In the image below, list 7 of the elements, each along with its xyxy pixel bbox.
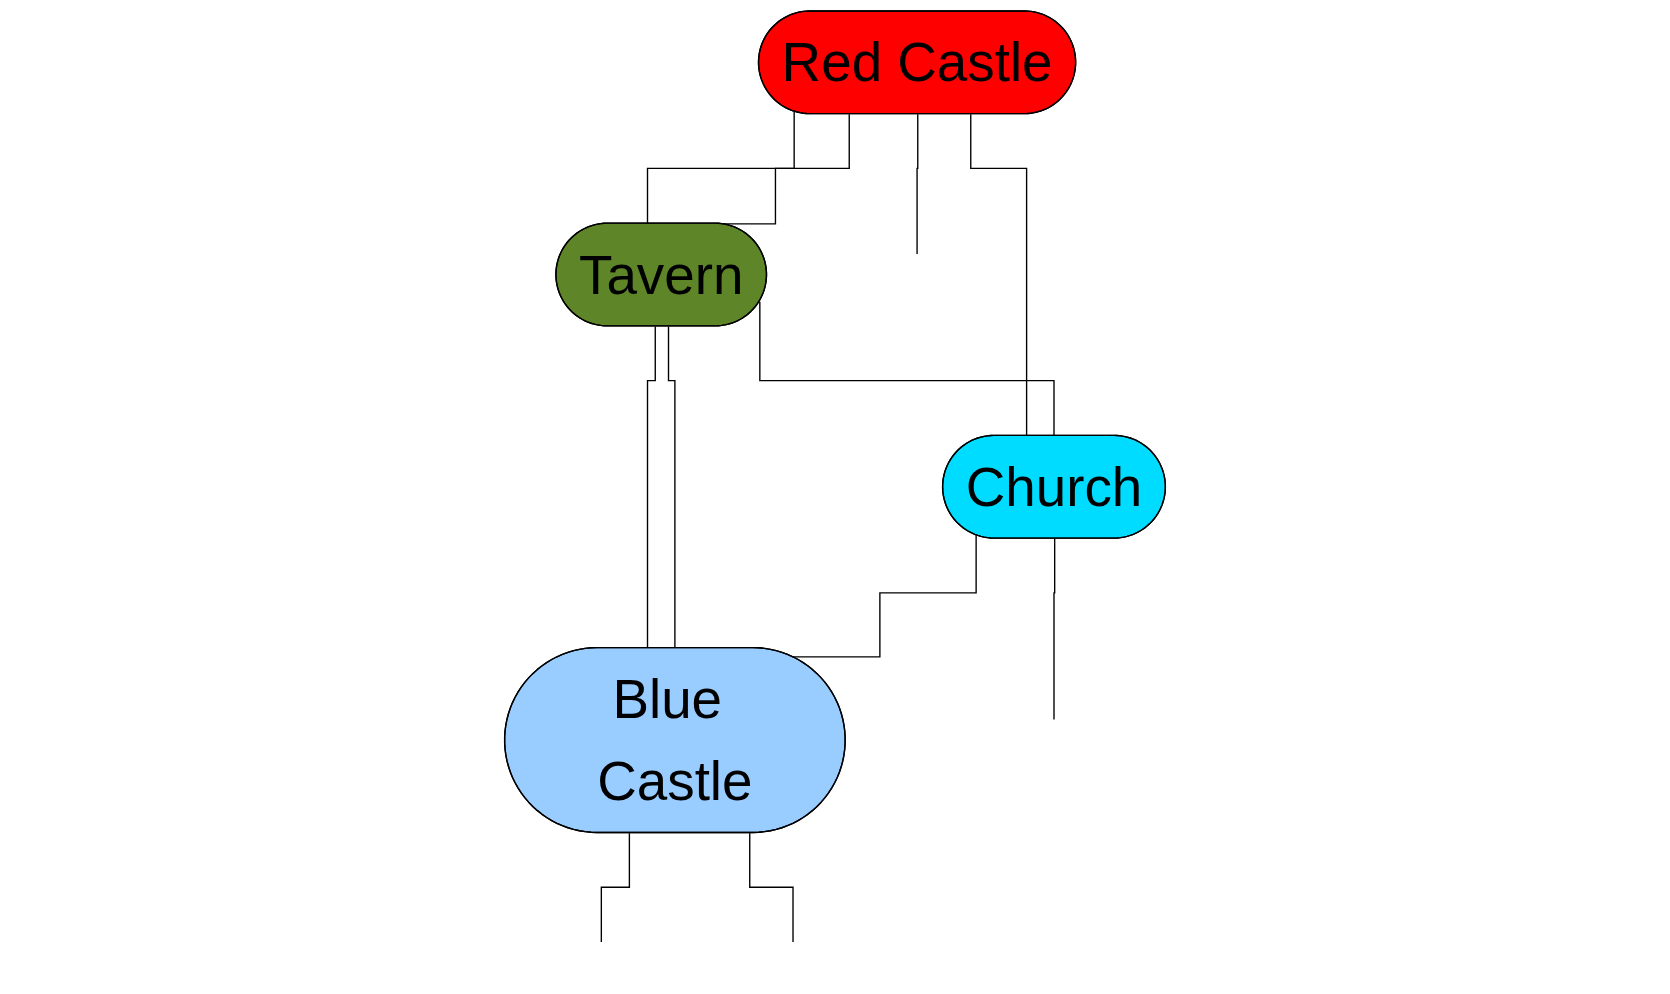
connector bbox=[916, 113, 919, 255]
connector bbox=[600, 832, 631, 943]
connector bbox=[646, 110, 795, 225]
connector bbox=[1053, 538, 1056, 721]
connector bbox=[667, 325, 677, 649]
connector bbox=[759, 300, 1056, 437]
connector bbox=[749, 832, 794, 943]
